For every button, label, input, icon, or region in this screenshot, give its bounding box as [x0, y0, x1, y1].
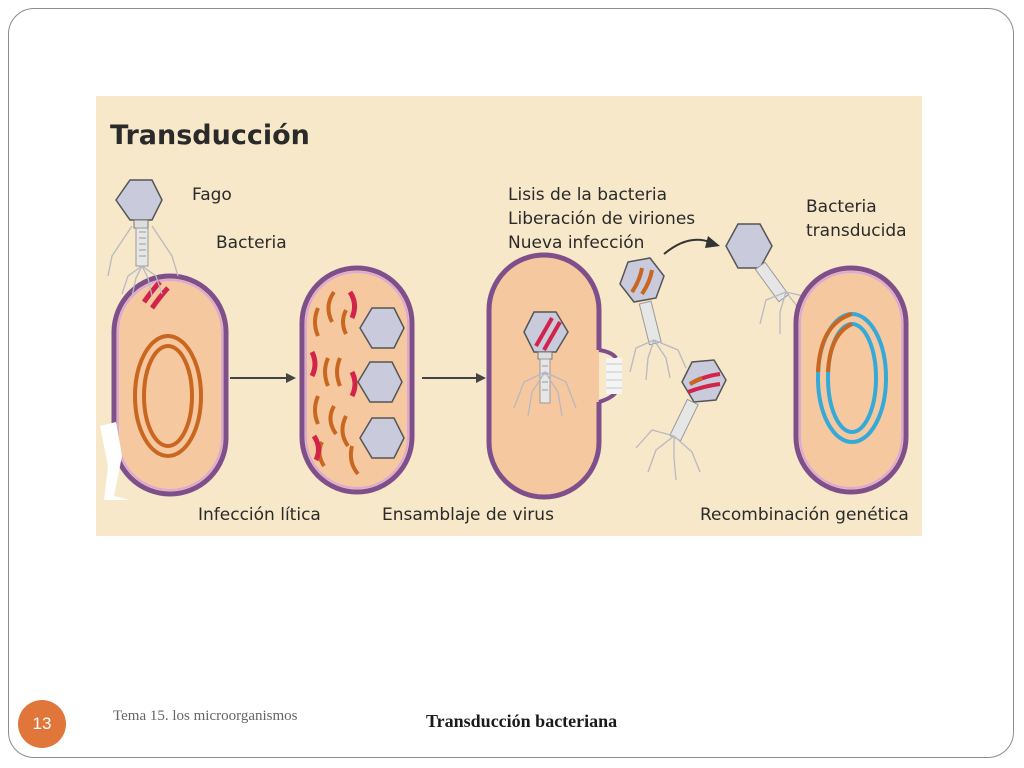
phage-infecting-2 [725, 223, 831, 334]
transduction-diagram: Transducción Fago Bacteria [96, 96, 922, 536]
step-label-virus-assembly: Ensamblaje de virus [382, 505, 554, 525]
bacterium-cell-2 [299, 265, 415, 495]
slide-number-badge: 13 [18, 700, 66, 748]
bacterium-cell-4-transduced [793, 265, 909, 495]
bacterium-cell-1 [100, 273, 229, 500]
arrow-1 [230, 373, 296, 383]
arrow-2 [422, 373, 486, 383]
arrow-new-infection [663, 236, 720, 255]
phage-infecting [107, 179, 179, 297]
label-lysis: Lisis de la bacteria [508, 185, 667, 205]
label-phage: Fago [192, 185, 232, 205]
label-bacterium: Bacteria [216, 233, 287, 253]
label-transduced-1: Bacteria [806, 197, 877, 217]
step-label-genetic-recombination: Recombinación genética [700, 505, 909, 525]
label-new-infection: Nueva infección [508, 233, 644, 253]
phage-released-1 [619, 257, 687, 381]
label-release: Liberación de viriones [508, 209, 695, 229]
bacterium-cell-3-lysis [486, 252, 622, 500]
label-transduced-2: transducida [806, 221, 907, 241]
footer-topic: Tema 15. los microorganismos [113, 708, 298, 724]
phage-released-2 [635, 359, 727, 481]
step-label-lytic-infection: Infección lítica [198, 505, 321, 525]
figure-title: Transducción [110, 120, 310, 151]
slide-title: Transducción bacteriana [426, 711, 618, 731]
